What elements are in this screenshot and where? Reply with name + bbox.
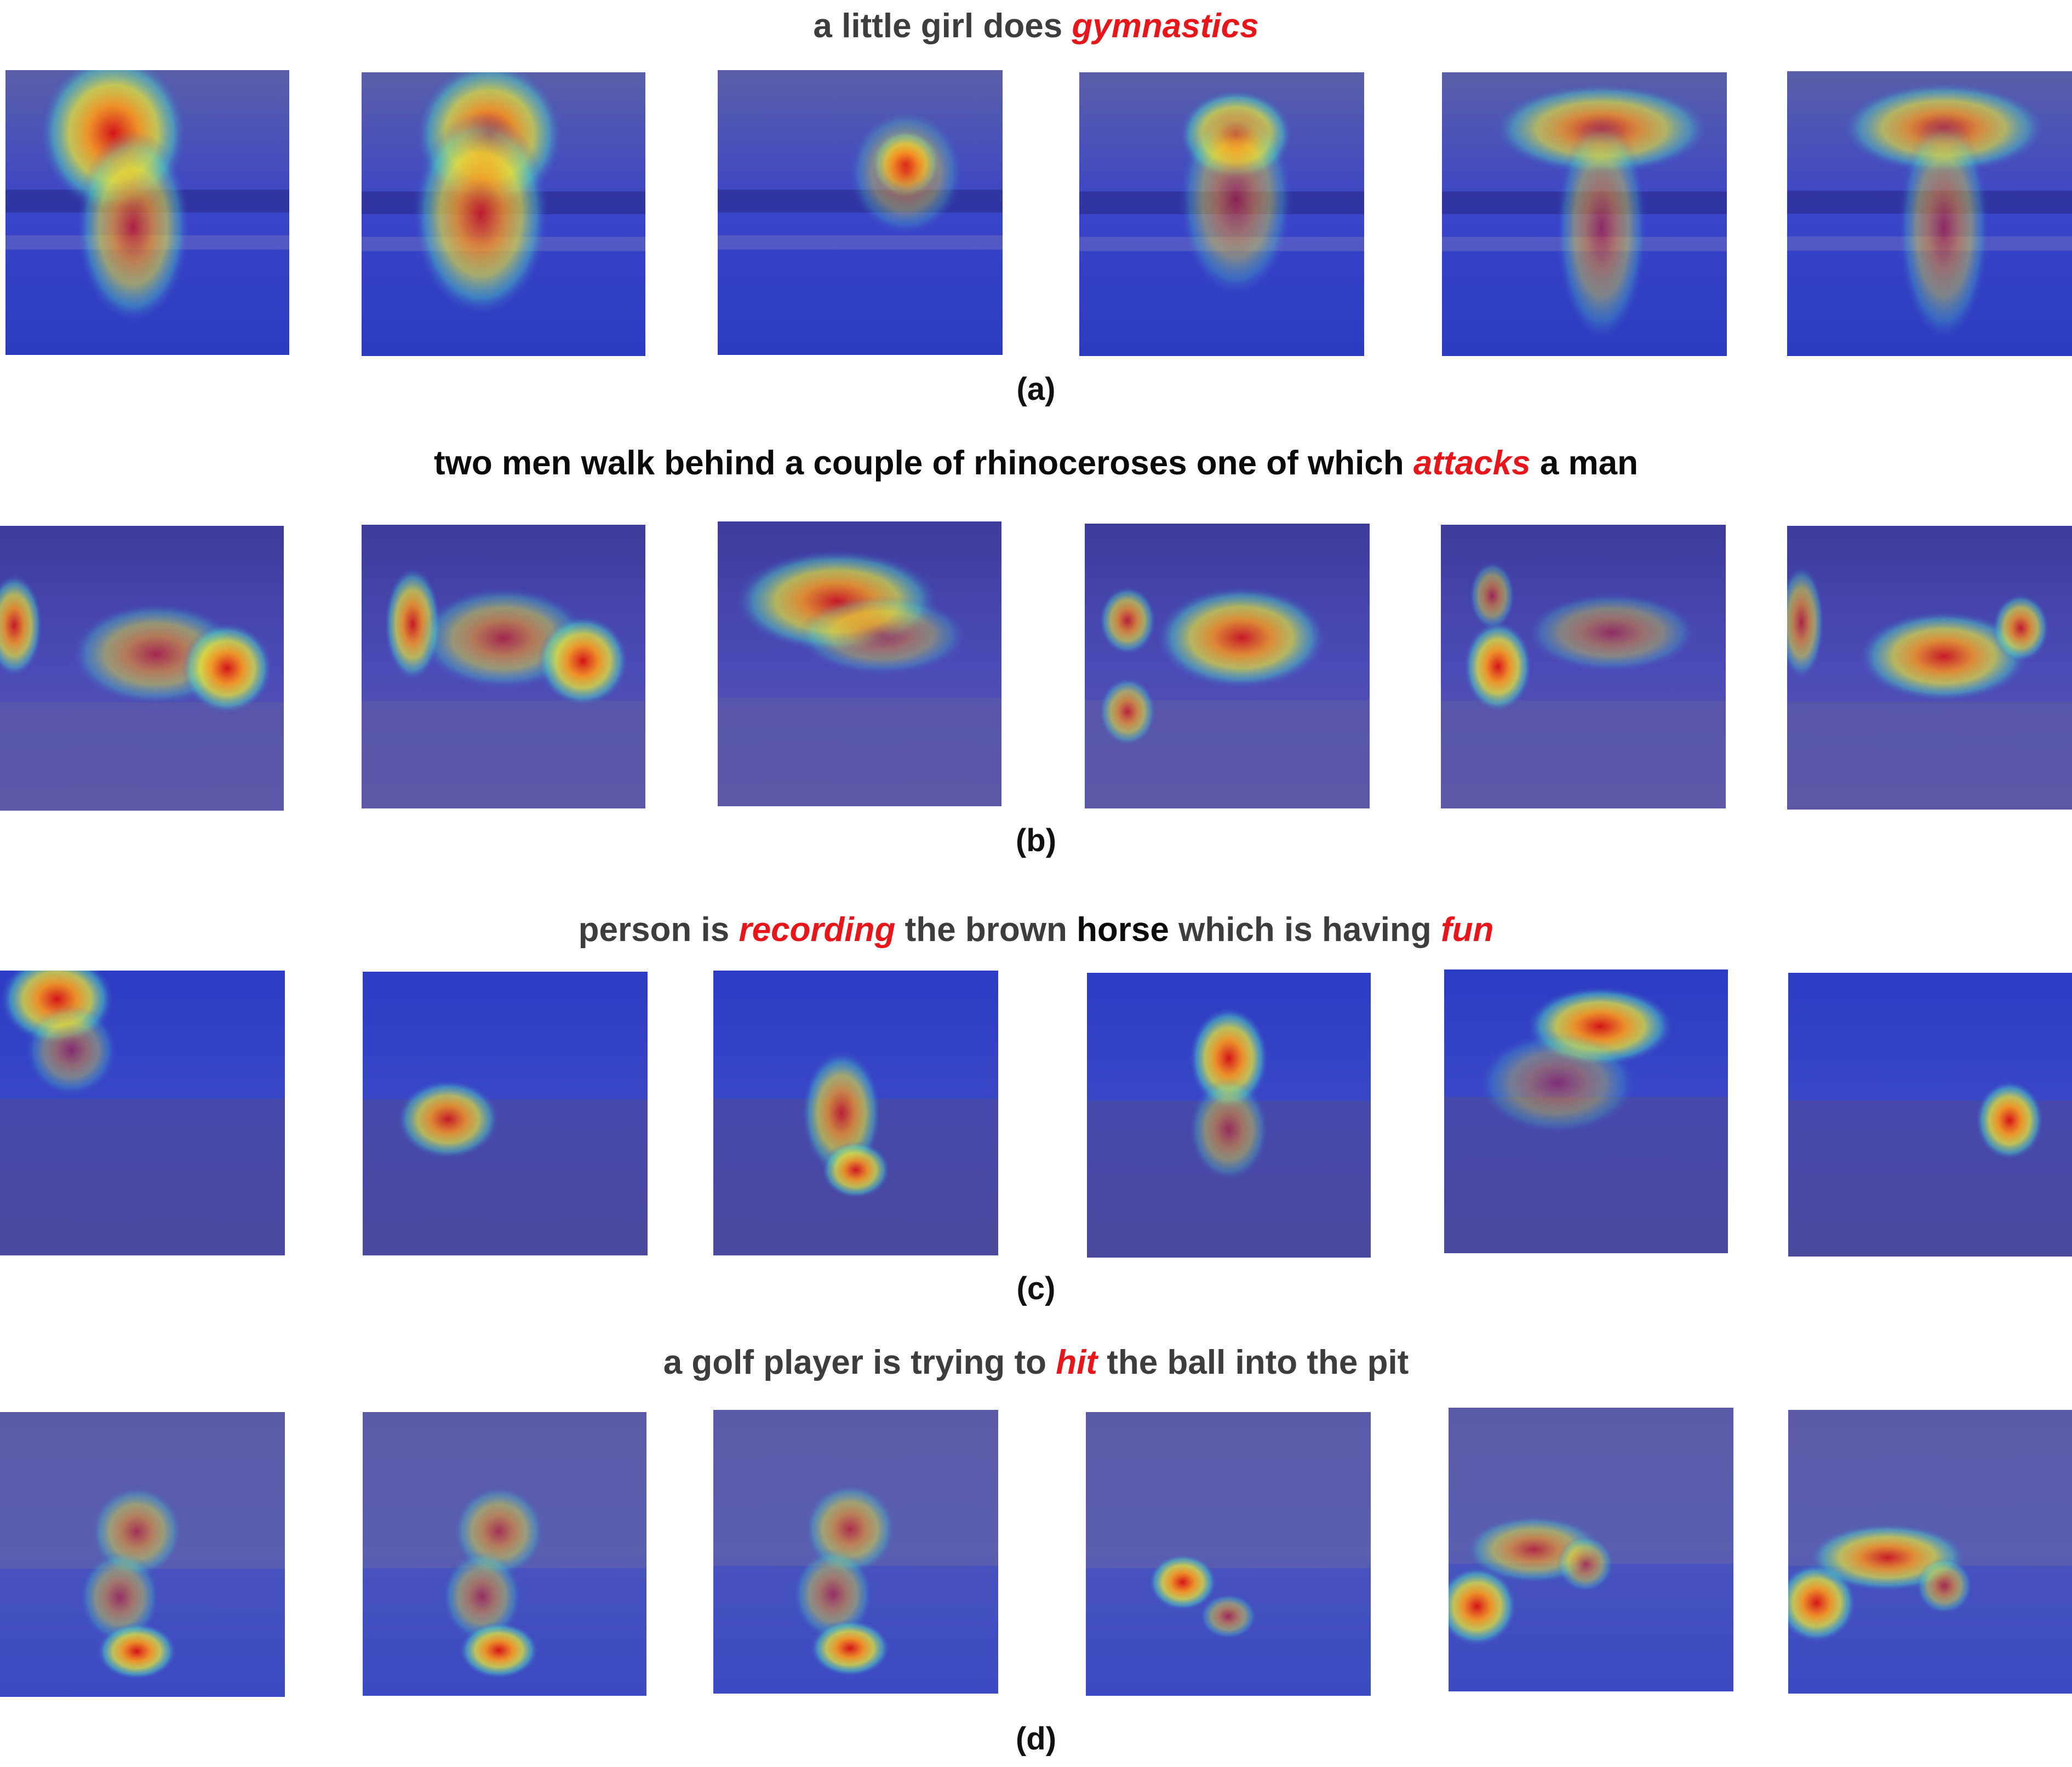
attention-frame-b-2 — [362, 525, 645, 808]
heat-blob — [849, 110, 963, 236]
heat-blob — [397, 1079, 500, 1159]
heat-blob — [1189, 1078, 1269, 1181]
attention-frame-a-4 — [1079, 72, 1364, 356]
heat-blob — [1556, 1535, 1614, 1592]
heat-blob — [1148, 1554, 1217, 1611]
attention-frame-a-3 — [718, 70, 1003, 355]
heat-blob — [1526, 593, 1697, 673]
caption-segment: the brown — [895, 911, 1077, 949]
heat-blob — [1556, 114, 1647, 342]
heat-blob — [76, 130, 190, 324]
heat-blob — [96, 1622, 177, 1680]
attention-frame-a-2 — [362, 72, 645, 356]
heat-blob — [1478, 1031, 1638, 1134]
heat-blob — [1898, 114, 1990, 342]
heat-blob — [1200, 1593, 1257, 1639]
caption-segment: two men walk behind a couple of rhinocer… — [433, 444, 1413, 482]
attention-frame-c-2 — [363, 972, 648, 1255]
caption-row-b: two men walk behind a couple of rhinocer… — [0, 441, 2072, 485]
attention-frame-d-2 — [363, 1412, 646, 1696]
heat-blob — [1787, 565, 1824, 679]
heat-blob — [810, 1620, 890, 1677]
heat-blob — [821, 1141, 890, 1198]
heat-blob — [537, 615, 628, 707]
heat-blob — [459, 1622, 539, 1679]
caption-segment: a little girl does — [813, 7, 1072, 45]
attention-frame-d-3 — [713, 1410, 998, 1694]
attention-frame-b-3 — [718, 521, 1001, 806]
heat-blob — [442, 1551, 522, 1642]
caption-row-a: a little girl does gymnastics — [0, 4, 2072, 48]
highlighted-word: hit — [1056, 1344, 1098, 1381]
highlighted-word: recording — [739, 911, 896, 949]
highlighted-word: fun — [1441, 911, 1494, 949]
heat-blob — [79, 1551, 160, 1643]
attention-frame-c-3 — [713, 971, 998, 1255]
attention-frame-a-1 — [5, 70, 289, 355]
heat-blob — [797, 595, 968, 675]
label-row-d: (d) — [1015, 1721, 1057, 1757]
heat-blob — [793, 1548, 873, 1640]
heat-blob — [1975, 1080, 2044, 1160]
attention-frame-d-6 — [1788, 1410, 2072, 1694]
attention-frame-b-4 — [1085, 524, 1370, 808]
heat-blob — [1099, 586, 1156, 655]
attention-frame-b-1 — [0, 526, 284, 811]
heat-blob — [1156, 586, 1327, 689]
caption-segment: the ball into the pit — [1097, 1344, 1409, 1381]
highlighted-word: attacks — [1413, 444, 1531, 482]
attention-frame-c-4 — [1087, 973, 1371, 1258]
heat-blob — [1189, 1007, 1269, 1110]
attention-frame-b-5 — [1441, 525, 1726, 808]
highlighted-word: gymnastics — [1072, 7, 1259, 45]
heat-blob — [0, 574, 43, 677]
heat-blob — [1469, 561, 1515, 630]
label-row-c: (c) — [1016, 1271, 1056, 1306]
heat-blob — [1449, 1567, 1517, 1646]
caption-segment: person is — [578, 911, 739, 949]
caption-row-c: person is recording the brown horse whic… — [0, 908, 2072, 952]
attention-frame-c-5 — [1444, 969, 1728, 1253]
caption-segment: a golf player is trying to — [663, 1344, 1056, 1381]
heat-blob — [1992, 594, 2050, 662]
heat-blob — [1099, 677, 1156, 746]
attention-frame-b-6 — [1787, 526, 2072, 810]
heat-blob — [181, 622, 273, 714]
attention-frame-d-5 — [1449, 1408, 1733, 1691]
caption-row-d: a golf player is trying to hit the ball … — [0, 1341, 2072, 1385]
label-row-a: (a) — [1016, 371, 1056, 407]
attention-frame-d-1 — [0, 1412, 285, 1697]
heat-blob — [25, 1005, 117, 1096]
heat-blob — [1916, 1557, 1973, 1614]
attention-frame-c-6 — [1788, 973, 2072, 1257]
heat-blob — [413, 112, 549, 317]
caption-segment: which is having — [1169, 911, 1441, 949]
attention-frame-a-6 — [1787, 71, 2072, 356]
heat-blob — [1179, 103, 1293, 297]
attention-frame-c-1 — [0, 971, 285, 1255]
caption-segment: horse — [1077, 911, 1169, 949]
attention-frame-d-4 — [1086, 1412, 1371, 1696]
attention-frame-a-5 — [1442, 72, 1727, 356]
label-row-b: (b) — [1015, 823, 1057, 858]
heat-blob — [1858, 611, 2029, 702]
heat-blob — [1463, 621, 1532, 712]
caption-segment: a man — [1530, 444, 1639, 482]
